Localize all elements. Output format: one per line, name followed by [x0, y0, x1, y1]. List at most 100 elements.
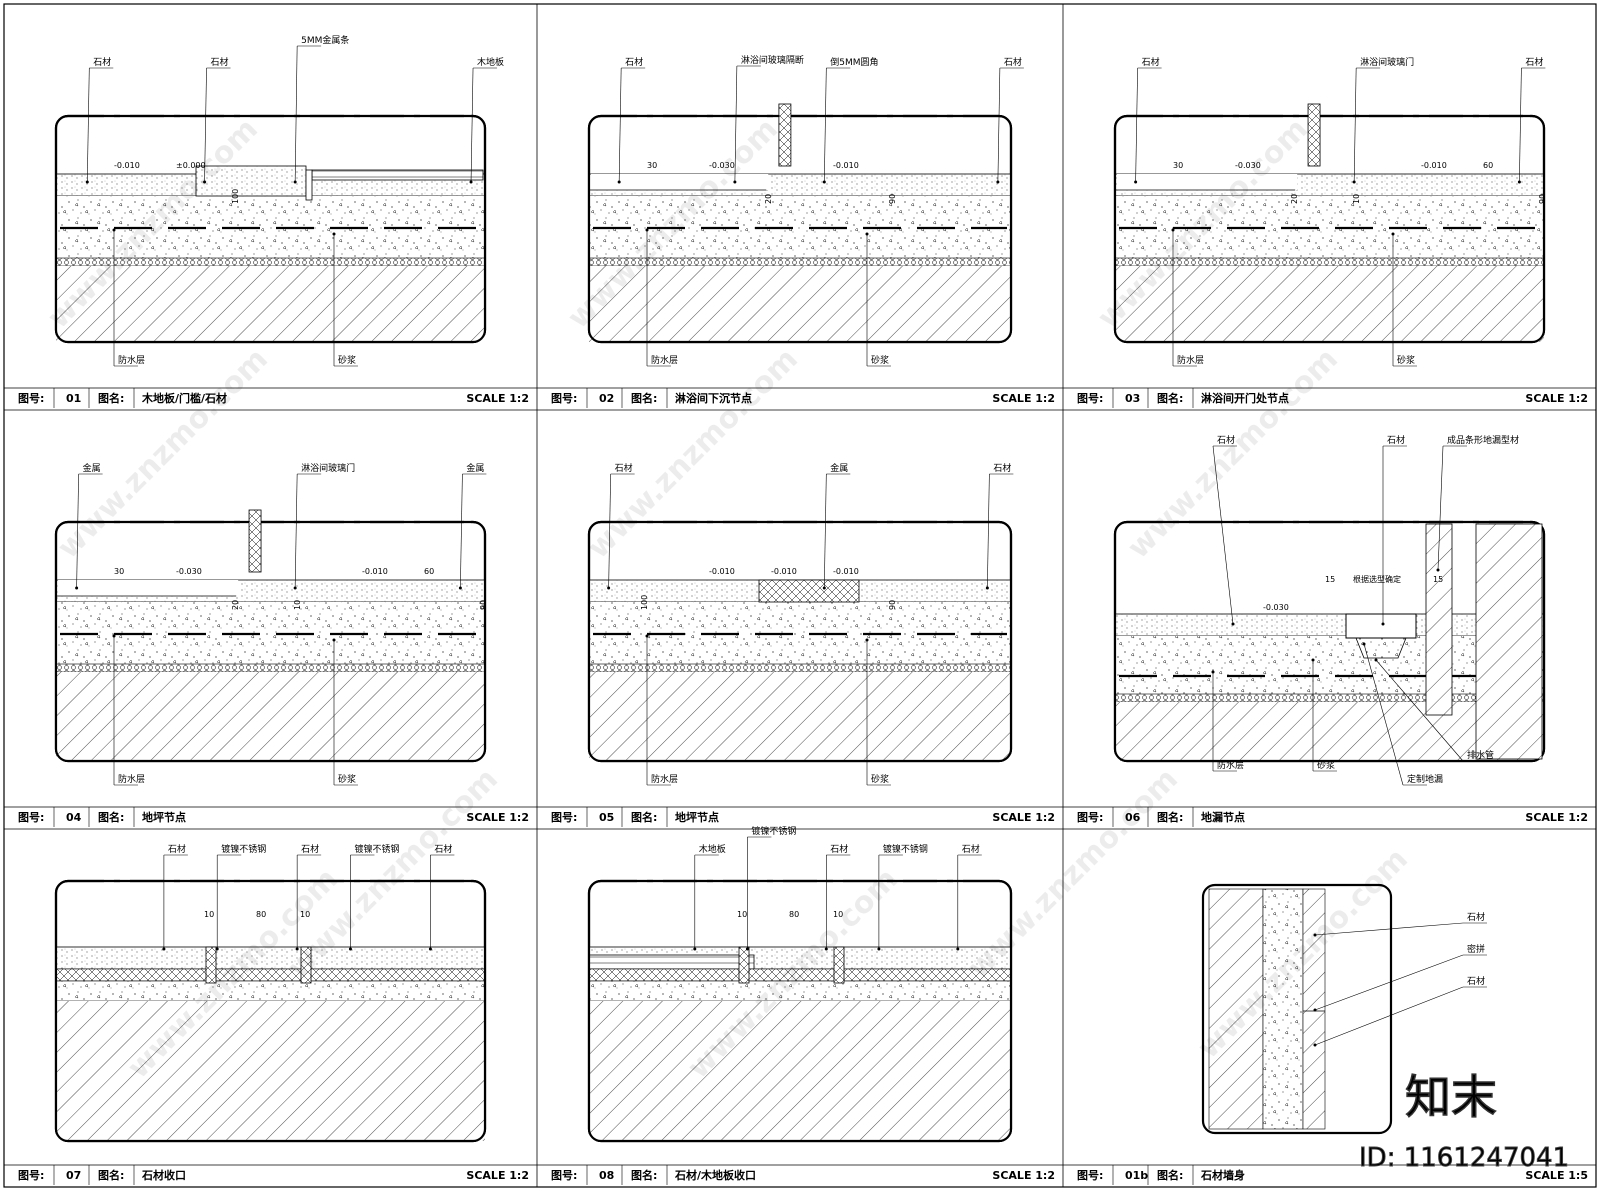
label-top-2: 石材 — [993, 462, 1011, 474]
label-stone-2: 石材 — [1387, 434, 1405, 446]
label-side-0: 石材 — [1467, 911, 1485, 923]
figure-number: 08 — [599, 1169, 614, 1182]
figure-scale: SCALE 1:2 — [992, 811, 1055, 824]
dim-80: 80 — [256, 910, 266, 919]
figure-name: 地坪节点 — [675, 810, 719, 824]
label-waterproof: 防水层 — [1217, 759, 1244, 771]
figure-name: 淋浴间开门处节点 — [1201, 391, 1289, 405]
dim-elev-030: -0.030 — [1263, 603, 1289, 612]
structural-slab — [589, 266, 1011, 342]
dimension-0: -0.010 — [114, 161, 140, 170]
structural-slab — [56, 266, 485, 342]
figure-number-label: 图号: — [18, 392, 44, 405]
dimension-6: 90 — [1538, 194, 1547, 204]
site-watermark: www.znzmo.com — [581, 342, 805, 566]
dimension-1: -0.030 — [709, 161, 735, 170]
metal-strip — [305, 169, 313, 201]
site-watermark: www.znzmo.com — [1121, 342, 1345, 566]
dim-10b: 10 — [300, 910, 310, 919]
label-top-2: 石材 — [830, 843, 848, 855]
figure-number-label: 图号: — [551, 1169, 577, 1182]
figure-name: 石材收口 — [141, 1168, 186, 1182]
dimension-2: 100 — [231, 189, 240, 204]
wood-floor — [588, 954, 755, 970]
figure-number: 05 — [599, 811, 614, 824]
dimension-4: 90 — [888, 194, 897, 204]
label-stone-1: 石材 — [1217, 434, 1235, 446]
label-top-1: 石材 — [211, 56, 229, 68]
label-drain-pipe: 排水管 — [1467, 749, 1494, 761]
dimension-6: 90 — [479, 600, 488, 610]
figure-name-label: 图名: — [1157, 810, 1183, 824]
dimension-4: 90 — [888, 600, 897, 610]
mortar-layer — [1262, 888, 1304, 1130]
label-custom-drain: 定制地漏 — [1407, 773, 1443, 785]
dimension-5: 60 — [424, 567, 434, 576]
dimension-2: 20 — [764, 194, 773, 204]
label-top-1: 淋浴间玻璃隔断 — [741, 54, 804, 66]
wall-stone — [1425, 523, 1453, 716]
figure-name-label: 图名: — [98, 1168, 124, 1182]
figure-number-label: 图号: — [18, 1169, 44, 1182]
figure-name-label: 图名: — [631, 391, 657, 405]
detail-panel-2: 石材淋浴间玻璃隔断倒5MM圆角石材防水层砂浆30-0.03020-0.01090… — [537, 54, 1063, 408]
label-mortar: 砂浆 — [1397, 354, 1415, 366]
stainless-strip — [833, 946, 845, 984]
label-top-4: 石材 — [962, 843, 980, 855]
wall-structure — [1208, 888, 1264, 1130]
gravel-layer — [588, 663, 1012, 673]
figure-number-label: 图号: — [551, 811, 577, 824]
dimension-3: -0.010 — [833, 567, 859, 576]
figure-number: 07 — [66, 1169, 81, 1182]
structural-slab — [1115, 266, 1544, 342]
site-watermark: www.znzmo.com — [51, 342, 275, 566]
figure-name: 淋浴间下沉节点 — [675, 391, 752, 405]
label-top-2: 5MM金属条 — [301, 34, 349, 46]
figure-number-label: 图号: — [1077, 392, 1103, 405]
figure-number: 01 — [66, 392, 81, 405]
bedding-layer — [55, 968, 486, 982]
mortar-layer — [55, 980, 486, 1002]
metal-inlay — [758, 579, 860, 603]
figure-name-label: 图名: — [1157, 1168, 1183, 1182]
brand-watermark: 知末 — [1405, 1070, 1497, 1124]
gravel-layer — [55, 663, 486, 673]
id-watermark: ID: 1161247041 — [1359, 1143, 1569, 1173]
figure-number: 02 — [599, 392, 614, 405]
figure-scale: SCALE 1:2 — [1525, 392, 1588, 405]
label-top-1: 镀镍不锈钢 — [751, 825, 796, 837]
dimension-0: 100 — [640, 595, 649, 610]
dimension-2: 20 — [231, 600, 240, 610]
figure-name-label: 图名: — [631, 1168, 657, 1182]
label-top-1: 镀镍不锈钢 — [221, 843, 266, 855]
dimension-3: 10 — [293, 600, 302, 610]
label-waterproof: 防水层 — [118, 773, 145, 785]
label-top-0: 石材 — [1142, 56, 1160, 68]
figure-number-label: 图号: — [1077, 811, 1103, 824]
glass-panel — [1307, 103, 1321, 167]
label-top-4: 石材 — [434, 843, 452, 855]
label-top-0: 石材 — [93, 56, 111, 68]
figure-number-label: 图号: — [18, 811, 44, 824]
label-linear-drain: 成品条形地漏型材 — [1447, 434, 1519, 446]
label-top-3: 镀镍不锈钢 — [354, 843, 399, 855]
dim-10a: 10 — [204, 910, 214, 919]
wall-structure — [1475, 523, 1543, 760]
figure-scale: SCALE 1:2 — [992, 1169, 1055, 1182]
dimension-1: ±0.000 — [176, 161, 206, 170]
figure-scale: SCALE 1:5 — [1525, 1169, 1588, 1182]
dimension-2: 20 — [1290, 194, 1299, 204]
dimension-1: -0.030 — [1235, 161, 1261, 170]
label-waterproof: 防水层 — [1177, 354, 1204, 366]
figure-name-label: 图名: — [1157, 391, 1183, 405]
mortar-layer — [1115, 636, 1544, 694]
figure-scale: SCALE 1:2 — [992, 392, 1055, 405]
figure-scale: SCALE 1:2 — [1525, 811, 1588, 824]
figure-name-label: 图名: — [631, 810, 657, 824]
